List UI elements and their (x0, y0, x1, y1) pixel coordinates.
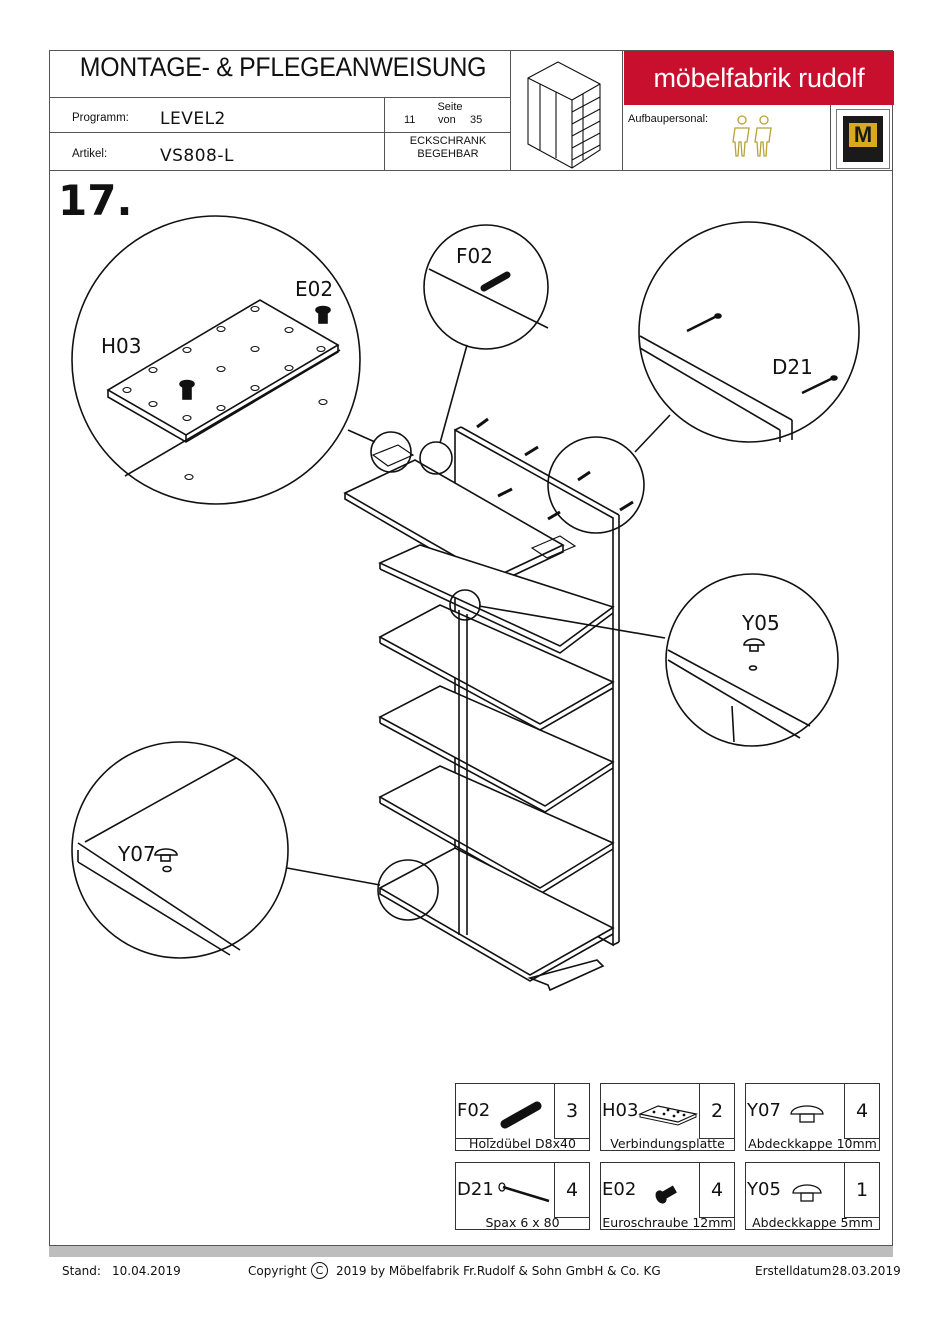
product-name-line2: BEGEHBAR (417, 148, 479, 160)
header-divider (49, 132, 510, 133)
part-code: Y07 (747, 1100, 781, 1121)
stand-label: Stand: (62, 1264, 101, 1278)
cover-cap-icon (792, 1184, 822, 1202)
part-qty: 2 (710, 1100, 724, 1122)
part-name: Abdeckkappe 5mm (752, 1215, 873, 1230)
erstell-date: 28.03.2019 (832, 1264, 901, 1278)
dowel-icon (500, 1101, 542, 1129)
part-name: Abdeckkappe 10mm (748, 1136, 877, 1151)
programm-value: LEVEL2 (160, 109, 226, 129)
artikel-label: Artikel: (72, 148, 108, 160)
part-code: E02 (602, 1179, 637, 1200)
header-divider (510, 50, 511, 170)
part-qty: 4 (565, 1179, 579, 1201)
euro-screw-icon (655, 1185, 677, 1204)
header-bottom-line (49, 170, 893, 171)
page-frame (49, 50, 893, 1246)
part-name: Euroschraube 12mm (602, 1215, 733, 1230)
two-persons-icon (732, 115, 772, 157)
programm-label: Programm: (72, 112, 129, 124)
step-number: 17. (58, 176, 133, 225)
header-divider (49, 97, 510, 98)
header-divider (622, 50, 623, 170)
part-code: H03 (602, 1100, 639, 1121)
copyright-icon: C (311, 1262, 328, 1279)
cabinet-thumbnail-icon (527, 61, 601, 169)
callout-h03: H03 (101, 334, 142, 358)
screw-icon (498, 1182, 550, 1203)
part-qty: 4 (710, 1179, 724, 1201)
seite-total: 35 (470, 114, 483, 126)
artikel-value: VS808-L (160, 146, 234, 166)
copyright-text: 2019 by Möbelfabrik Fr.Rudolf & Sohn Gmb… (336, 1264, 661, 1278)
part-qty: 1 (855, 1179, 869, 1201)
erstell-label: Erstelldatum: (755, 1264, 836, 1278)
callout-d21: D21 (772, 355, 813, 379)
seite-current: 11 (404, 114, 416, 126)
part-code: D21 (457, 1179, 494, 1200)
part-name: Spax 6 x 80 (485, 1215, 560, 1230)
header-divider (384, 97, 385, 170)
stand-date: 10.04.2019 (112, 1264, 181, 1278)
callout-y05: Y05 (742, 611, 780, 635)
callout-f02: F02 (456, 244, 493, 268)
page-title: MONTAGE- & PFLEGEANWEISUNG (79, 52, 487, 82)
product-name-line1: ECKSCHRANK (409, 135, 487, 147)
quality-seal-icon: M (836, 109, 890, 169)
cover-cap-icon (790, 1105, 824, 1123)
footer-bar (49, 1246, 893, 1257)
part-code: F02 (457, 1100, 491, 1121)
part-name: Holzdübel D8x40 (469, 1136, 576, 1151)
copyright-prefix: Copyright (248, 1264, 307, 1278)
part-qty: 3 (565, 1100, 579, 1122)
brand-logo: möbelfabrik rudolf (624, 51, 894, 105)
part-code: Y05 (747, 1179, 781, 1200)
connecting-plate-icon (638, 1105, 698, 1126)
seite-von: von (438, 114, 456, 126)
callout-e02: E02 (295, 277, 334, 301)
callout-y07: Y07 (118, 842, 156, 866)
part-name: Verbindungsplatte (610, 1136, 725, 1151)
aufbaupersonal-label: Aufbaupersonal: (628, 113, 709, 125)
part-qty: 4 (855, 1100, 869, 1122)
seite-label: Seite (437, 101, 463, 113)
header-divider (830, 105, 831, 170)
